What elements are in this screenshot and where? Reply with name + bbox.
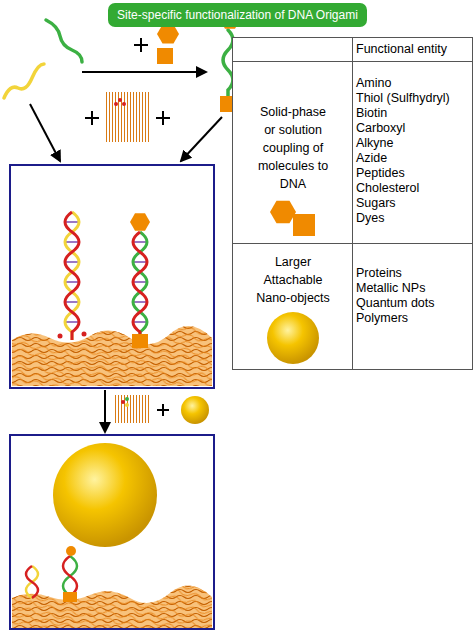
list-item: Biotin xyxy=(356,106,450,121)
double-helix xyxy=(58,212,87,340)
linker-molecule xyxy=(66,546,76,556)
list-item: Thiol (Sulfhydryl) xyxy=(356,91,450,106)
table-row: Larger Attachable Nano-objects ProteinsMe… xyxy=(233,243,472,369)
row-heading: Larger Attachable Nano-objects xyxy=(256,255,330,305)
list-item: Quantum dots xyxy=(356,296,435,311)
column-divider xyxy=(352,38,353,369)
row-heading-block: Solid-phase or solution coupling of mole… xyxy=(253,102,333,192)
origami-tile xyxy=(106,92,150,142)
icon-graphic xyxy=(253,196,333,240)
gold-nanoparticle xyxy=(53,443,157,547)
nanoparticle-icon xyxy=(253,310,333,366)
entity-table: Functional entitySolid-phase or solution… xyxy=(232,37,473,370)
title-text: Site-specific functionalization of DNA O… xyxy=(117,8,358,22)
list-item: Amino xyxy=(356,76,450,91)
list-item: Azide xyxy=(356,151,450,166)
list-item: Peptides xyxy=(356,166,450,181)
list-item: Proteins xyxy=(356,266,435,281)
double-helix xyxy=(63,556,77,602)
origami-surface xyxy=(12,585,212,628)
list-item: Cholesterol xyxy=(356,181,450,196)
list-item: Polymers xyxy=(356,311,435,326)
origami-tile xyxy=(115,395,150,423)
plus-sign xyxy=(85,111,99,125)
double-helix xyxy=(26,566,38,598)
panel-frame xyxy=(10,435,214,629)
list-item: Metallic NPs xyxy=(356,281,435,296)
entity-list: ProteinsMetallic NPsQuantum dotsPolymers xyxy=(356,266,435,326)
molecule-icons xyxy=(253,196,333,240)
entity-list: AminoThiol (Sulfhydryl)BiotinCarboxylAlk… xyxy=(356,76,450,226)
origami-surface xyxy=(12,326,212,386)
plus-sign xyxy=(157,404,169,416)
panel-frame xyxy=(10,165,214,388)
flow-arrow xyxy=(105,390,106,432)
list-item: Sugars xyxy=(356,196,450,211)
molecule-icons xyxy=(157,25,179,65)
table-row: Solid-phase or solution coupling of mole… xyxy=(233,61,472,243)
yellow-strand xyxy=(4,64,44,98)
column-header: Functional entity xyxy=(356,42,447,57)
coupling-arrow xyxy=(82,72,206,73)
list-item: Alkyne xyxy=(356,136,450,151)
green-strand xyxy=(46,20,82,62)
title-banner: Site-specific functionalization of DNA O… xyxy=(108,3,367,27)
plus-sign xyxy=(156,111,170,125)
nanoparticle xyxy=(181,396,209,424)
icon-graphic xyxy=(253,310,333,366)
list-item: Carboxyl xyxy=(356,121,450,136)
row-heading-block: Larger Attachable Nano-objects xyxy=(253,252,333,306)
list-item: Dyes xyxy=(356,211,450,226)
plus-sign xyxy=(134,38,148,52)
header-block: Functional entity xyxy=(356,42,447,57)
double-helix xyxy=(130,213,150,348)
row-heading: Solid-phase or solution coupling of mole… xyxy=(258,105,328,191)
flow-arrow xyxy=(30,104,222,161)
